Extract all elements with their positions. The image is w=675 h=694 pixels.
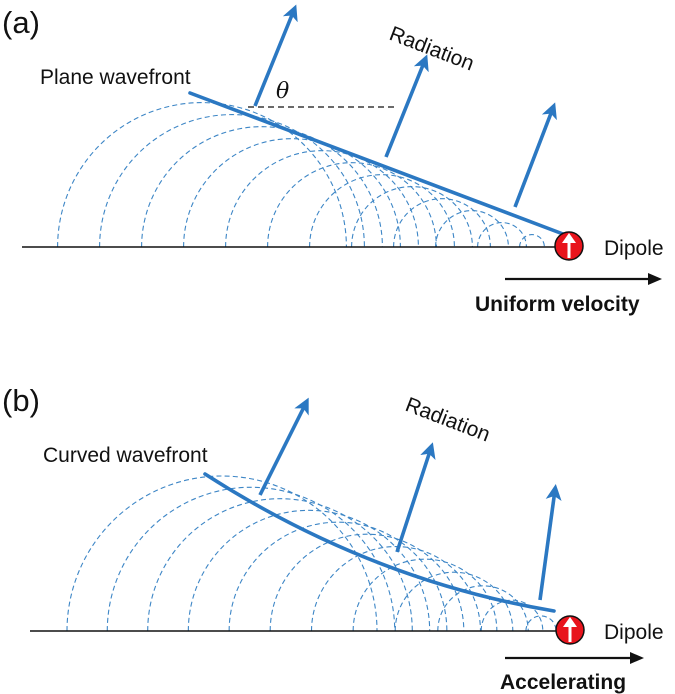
panel-a-label: (a) xyxy=(2,5,40,40)
wavelet-arc xyxy=(66,475,378,632)
radiation-ray-a1 xyxy=(253,4,298,107)
wavelet-arc xyxy=(183,138,401,248)
wavelet-arc xyxy=(57,102,347,248)
uniform-velocity-label: Uniform velocity xyxy=(475,293,640,316)
plane-wavefront xyxy=(188,91,565,236)
wavelet-arc xyxy=(267,162,437,248)
radiation-ray-b2 xyxy=(395,442,436,553)
dipole-a-icon xyxy=(554,231,584,261)
wavelet-arc xyxy=(147,498,413,632)
spherical-waves-b xyxy=(66,475,557,632)
panel-a: (a) θ Plane wavefront Radiation Dipole U… xyxy=(2,4,664,316)
accelerating-label: Accelerating xyxy=(500,671,626,694)
wavelet-arc xyxy=(309,174,455,248)
dipole-label-a: Dipole xyxy=(604,237,664,260)
theta-symbol: θ xyxy=(276,79,289,104)
spherical-waves-a xyxy=(57,102,545,248)
radiation-label-a: Radiation xyxy=(386,22,477,75)
dipole-label-b: Dipole xyxy=(604,621,664,644)
radiation-ray-a2 xyxy=(384,54,429,158)
dipole-b-icon xyxy=(555,615,585,645)
wavelet-arc xyxy=(525,615,557,632)
wavelet-arc xyxy=(519,234,545,248)
wavelet-arc xyxy=(394,571,514,632)
wavelet-arc xyxy=(141,126,383,248)
wavelet-arc xyxy=(351,186,473,248)
wavelet-arc xyxy=(480,599,544,632)
radiation-label-b: Radiation xyxy=(402,393,493,446)
wavelet-arc xyxy=(225,150,419,248)
wavelet-arc xyxy=(99,114,365,248)
curved-wavefront-label: Curved wavefront xyxy=(43,444,208,467)
wavelet-arc xyxy=(437,585,529,632)
panel-b-label: (b) xyxy=(2,383,40,418)
radiation-ray-a3 xyxy=(513,102,557,208)
radiation-ray-b1 xyxy=(258,397,309,496)
radiation-ray-b3 xyxy=(538,484,562,601)
wavelet-arc xyxy=(393,198,491,248)
plane-wavefront-label: Plane wavefront xyxy=(40,66,191,89)
wavelet-arc xyxy=(435,210,509,248)
wavelet-arc xyxy=(106,486,396,632)
wavelet-arc xyxy=(187,509,431,632)
curved-wavefront xyxy=(203,472,556,613)
panel-b: (b) Curved wavefront Radiation Dipole Ac… xyxy=(2,383,664,694)
